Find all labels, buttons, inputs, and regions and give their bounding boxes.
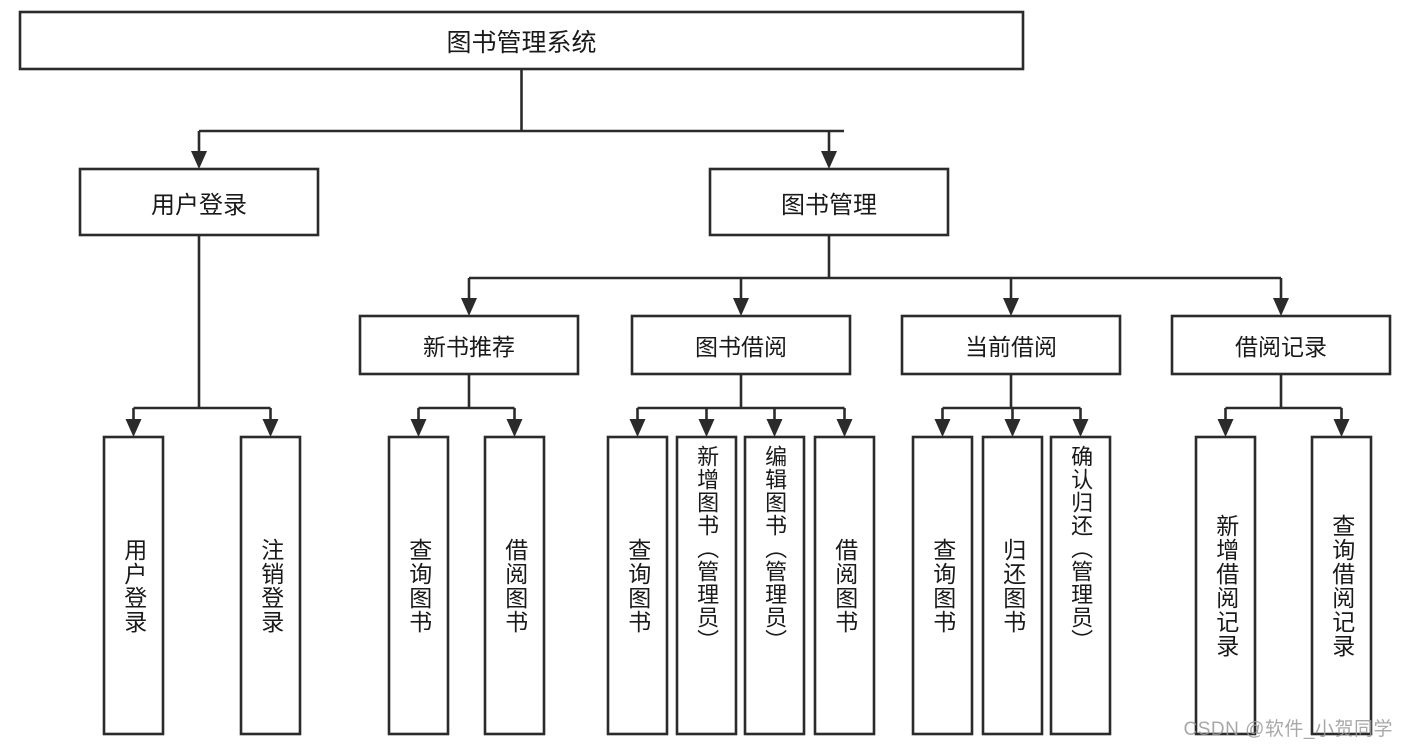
arrowhead-leaf-add-record: [1217, 419, 1234, 437]
arrowhead-borrow-record: [1273, 298, 1289, 316]
node-box-book-management[interactable]: [708, 167, 950, 237]
connector-group-user-login: [125, 235, 279, 437]
connector-group-borrow-record: [1217, 374, 1350, 437]
arrowhead-leaf-query-record: [1333, 419, 1350, 437]
arrowhead-leaf-query-book-1: [410, 419, 427, 437]
leaf-box-add-book[interactable]: [675, 435, 738, 736]
node-box-book-borrow[interactable]: [630, 314, 852, 376]
connector-group-book-mgmt: [461, 235, 1289, 316]
arrowhead-leaf-confirm-return: [1072, 419, 1089, 437]
arrowhead-leaf-user-login: [125, 419, 142, 437]
leaf-box-return-book[interactable]: [981, 435, 1044, 736]
arrowhead-leaf-query-book-2: [629, 419, 646, 437]
leaf-box-edit-book[interactable]: [743, 435, 806, 736]
arrowhead-new-book-recommend: [461, 298, 477, 316]
arrowhead-leaf-borrow-book-1: [506, 419, 523, 437]
arrowhead-current-borrow: [1003, 298, 1019, 316]
leaf-box-query-book-2[interactable]: [606, 435, 669, 736]
arrowhead-leaf-logout: [262, 419, 279, 437]
leaf-box-add-record[interactable]: [1194, 435, 1257, 736]
connector-group-book-borrow: [629, 374, 853, 437]
connector-group-root: [191, 69, 844, 169]
leaf-box-user-login[interactable]: [102, 435, 165, 736]
arrowhead-leaf-query-book-3: [934, 419, 951, 437]
arrowhead-book-mgmt: [821, 151, 837, 169]
leaf-box-logout[interactable]: [239, 435, 302, 736]
connector-group-current-borrow: [934, 374, 1089, 437]
leaf-box-confirm-return[interactable]: [1049, 435, 1112, 736]
leaf-box-borrow-book-1[interactable]: [483, 435, 546, 736]
arrowhead-leaf-add-book: [698, 419, 715, 437]
node-box-user-login[interactable]: [78, 167, 320, 237]
node-box-current-borrow[interactable]: [900, 314, 1122, 376]
arrowhead-leaf-borrow-book-2: [836, 419, 853, 437]
leaf-box-query-book-3[interactable]: [911, 435, 974, 736]
arrowhead-book-borrow: [733, 298, 749, 316]
node-box-borrow-record[interactable]: [1170, 314, 1392, 376]
leaf-box-borrow-book-2[interactable]: [813, 435, 876, 736]
leaf-box-query-record[interactable]: [1310, 435, 1373, 736]
arrowhead-leaf-edit-book: [766, 419, 783, 437]
node-box-new-book-recommend[interactable]: [358, 314, 580, 376]
arrowhead-leaf-return-book: [1004, 419, 1021, 437]
connector-group-new-book-recommend: [410, 374, 523, 437]
node-box-root[interactable]: [18, 10, 1025, 71]
arrowhead-user-login: [191, 151, 207, 169]
leaf-box-query-book-1[interactable]: [387, 435, 450, 736]
